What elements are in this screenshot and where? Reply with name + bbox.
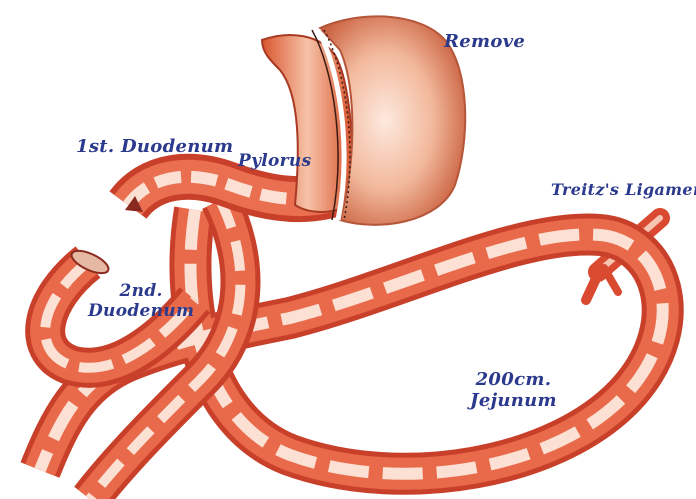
label-treitz-ligament: Treitz's Ligament	[551, 181, 696, 199]
label-pylorus: Pylorus	[238, 152, 311, 172]
label-second-duodenum-line1: 2nd.	[88, 282, 194, 302]
label-jejunum-line2: Jejunum	[470, 391, 557, 412]
label-jejunum: 200cm. Jejunum	[470, 370, 557, 411]
label-second-duodenum-line2: Duodenum	[88, 302, 194, 322]
label-second-duodenum: 2nd. Duodenum	[88, 282, 194, 321]
label-jejunum-line1: 200cm.	[470, 370, 557, 391]
label-remove: Remove	[444, 32, 525, 53]
label-first-duodenum: 1st. Duodenum	[76, 137, 233, 158]
